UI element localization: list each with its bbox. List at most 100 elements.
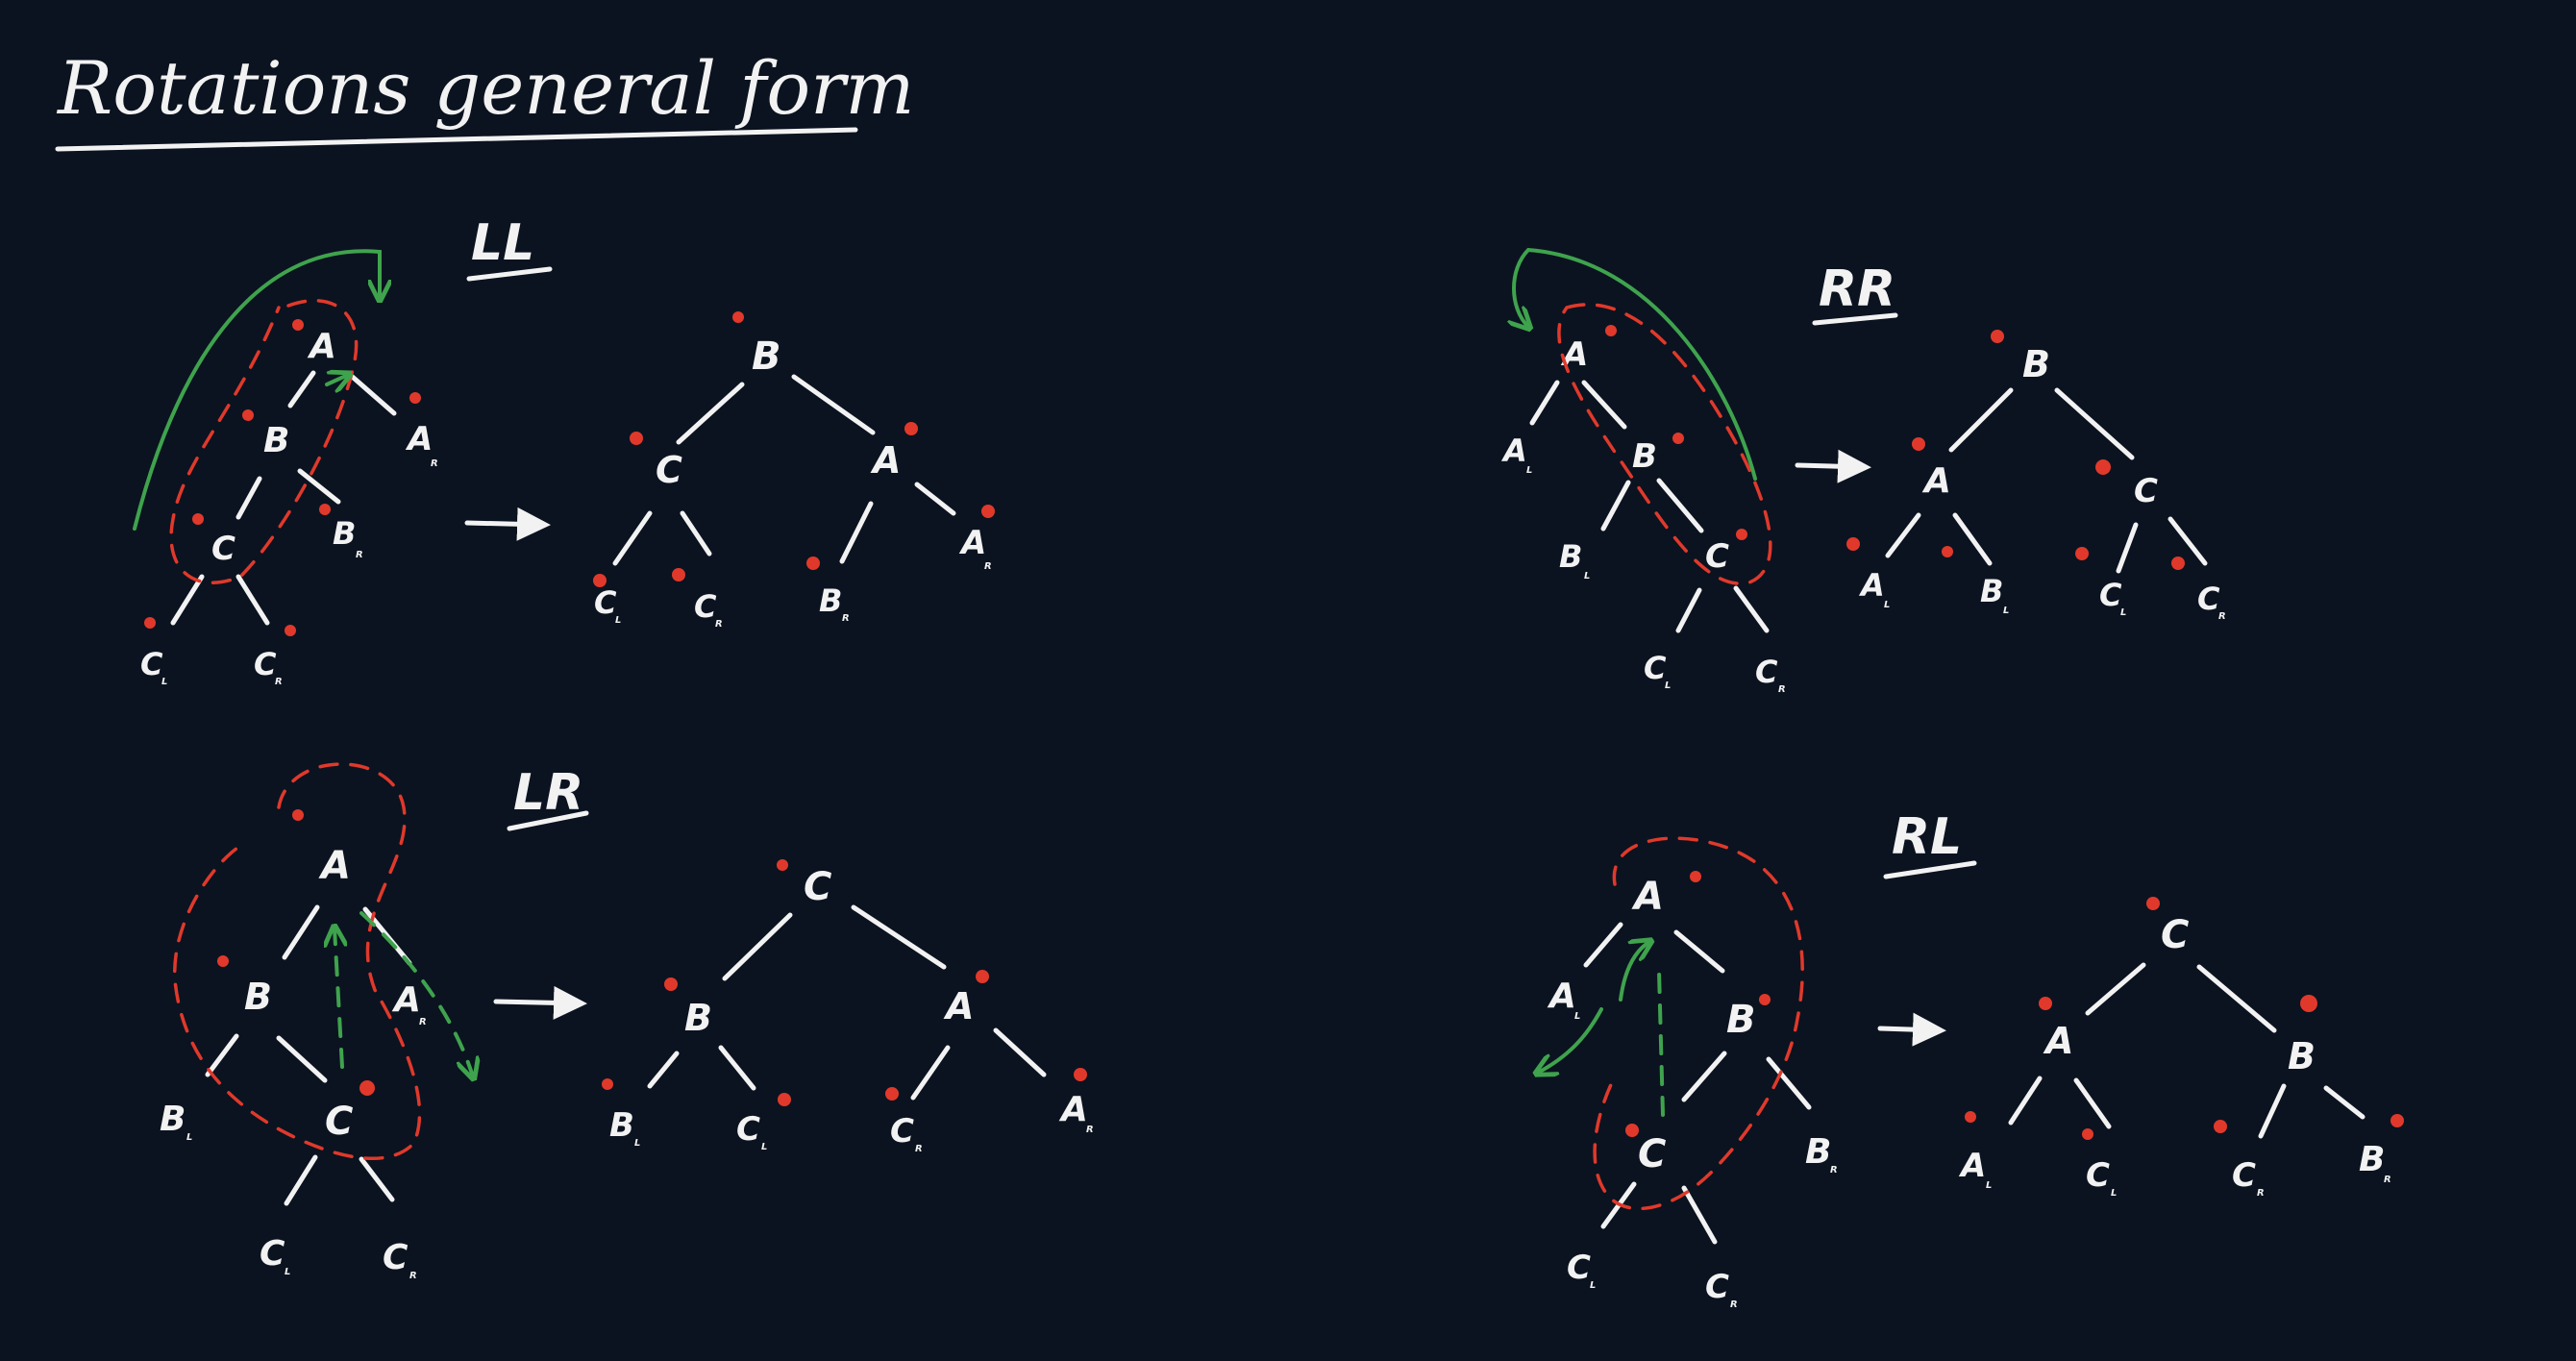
ll2-node-cl: C L (594, 584, 621, 626)
ll2-node-cr: C R (694, 588, 723, 630)
rr-heading-underline (1812, 312, 1898, 326)
rr2-node-bl-sub: L (2003, 606, 2009, 616)
rl2-balance-mark (2039, 997, 2052, 1010)
lr2-node-b: B (684, 997, 712, 1039)
ll-edge (235, 574, 270, 626)
rr-node-bl-label: B (1559, 538, 1582, 575)
rl2-node-br: B R (2359, 1140, 2391, 1185)
ll2-node-ar: A R (958, 524, 992, 572)
lr-heading: LR (513, 764, 583, 822)
lr2-node-cr: C R (890, 1112, 923, 1154)
lr-after-tree: C B A B L C L C R A R (602, 859, 1094, 1154)
rl-node-cr-sub: R (1730, 1299, 1738, 1310)
rr-edge (1733, 585, 1770, 633)
rr-edge (1675, 587, 1702, 633)
rr2-node-bl: B L (1980, 573, 2009, 616)
lr2-node-bl-label: B (609, 1106, 634, 1145)
lr2-edge (718, 1045, 756, 1091)
lr-node-cl: C L (260, 1234, 290, 1277)
rr-node-bl-sub: L (1584, 571, 1590, 582)
ll-balance-mark (242, 409, 254, 421)
lr2-edge (993, 1027, 1047, 1077)
rl-balance-mark (1690, 871, 1701, 882)
lr-node-bl-sub: L (186, 1132, 192, 1143)
rl-node-br: B R (1805, 1132, 1838, 1175)
lr-node-ar: A R (391, 980, 427, 1027)
ll-before-tree: A B A R C B R C L C R (133, 249, 438, 687)
rl2-edge (2008, 1076, 2043, 1126)
rl-node-al: A L (1547, 977, 1580, 1022)
ll2-edge (914, 482, 956, 516)
page-title: Rotations general form (55, 45, 914, 152)
rr-edge (1529, 380, 1560, 426)
lr-transform-arrow (493, 985, 587, 1020)
ll2-node-br: B R (819, 582, 850, 624)
ll2-node-br-sub: R (842, 613, 850, 624)
ll2-balance-mark (672, 568, 685, 582)
rl-balance-mark (1625, 1124, 1639, 1137)
rl-node-br-sub: R (1830, 1165, 1838, 1175)
rr2-edge (1948, 387, 2014, 453)
rl-node-cr: C R (1705, 1268, 1738, 1310)
title-underline (55, 127, 858, 152)
rr-section: RR A A L B B L C C L C (1500, 247, 2226, 695)
lr2-node-ar-label: A (1058, 1090, 1088, 1129)
lr-imbalance-path (173, 762, 422, 1161)
rl2-node-al-sub: L (1986, 1180, 1992, 1191)
ll-balance-mark (292, 319, 304, 331)
rl-rotation-arrow-down (1538, 1007, 1603, 1073)
page-title-text: Rotations general form (56, 45, 914, 131)
lr2-node-ar-sub: R (1086, 1125, 1094, 1135)
rr2-node-al: A L (1858, 567, 1890, 610)
rr-node-cr: C R (1755, 654, 1786, 695)
rl2-node-b: B (2288, 1035, 2316, 1077)
rl2-node-cr-sub: R (2257, 1188, 2265, 1199)
lr-node-b: B (244, 976, 272, 1018)
ll-node-cl-sub: L (161, 677, 167, 687)
lr2-balance-mark (602, 1078, 613, 1090)
lr-node-bl: B L (160, 1100, 192, 1143)
rl2-node-cl-label: C (2086, 1156, 2110, 1195)
lr2-node-cl-label: C (736, 1110, 760, 1149)
rl2-node-cl: C L (2086, 1156, 2117, 1199)
lr2-balance-mark (664, 977, 678, 991)
ll2-balance-mark (593, 574, 607, 587)
ll2-node-b: B (752, 334, 781, 379)
lr-node-bl-label: B (160, 1100, 186, 1139)
rr-edge (1600, 480, 1631, 532)
rl-before-tree: A A L B C B R C L C R (1538, 836, 1838, 1310)
rl-rotation-arrow-vertical (1657, 969, 1665, 1117)
rr-heading: RR (1819, 260, 1895, 318)
rl-edge (1681, 1051, 1727, 1102)
lr-node-cl-sub: L (285, 1267, 290, 1277)
ll2-edge (839, 501, 874, 564)
rl-node-al-label: A (1547, 977, 1576, 1016)
rr-node-c: C (1705, 537, 1729, 576)
rl2-node-cl-sub: L (2111, 1188, 2117, 1199)
rl-balance-mark (1759, 994, 1771, 1005)
rr2-edge (2054, 387, 2135, 460)
rr-node-al-label: A (1500, 433, 1527, 469)
rl2-node-br-label: B (2359, 1140, 2385, 1179)
rr2-balance-mark (1912, 437, 1925, 451)
rl-heading: RL (1892, 808, 1962, 866)
rl2-edge (2073, 1077, 2112, 1129)
lr-before-tree: A B A R B L C C L C R (160, 762, 473, 1281)
ll-node-ar-label: A (405, 420, 433, 458)
ll-node-cl: C L (140, 646, 167, 687)
rl-node-b: B (1726, 998, 1756, 1042)
ll-rotation-arrow (133, 249, 380, 531)
rr-balance-mark (1672, 433, 1684, 444)
rr2-node-cl: C L (2099, 577, 2126, 618)
rr-after-tree: B A C A L B L C L C R (1846, 330, 2226, 622)
ll2-edge (791, 374, 876, 435)
rr2-balance-mark (1942, 546, 1953, 557)
ll-node-ar-sub: R (431, 458, 438, 469)
rr2-node-a: A (1921, 461, 1951, 501)
lr-node-cr-sub: R (409, 1271, 417, 1281)
lr-edge (284, 1154, 318, 1206)
ll2-balance-mark (904, 422, 918, 435)
rr2-node-cl-sub: L (2120, 607, 2126, 618)
lr-node-cr: C R (383, 1238, 417, 1281)
lr-heading-underline (507, 810, 589, 831)
